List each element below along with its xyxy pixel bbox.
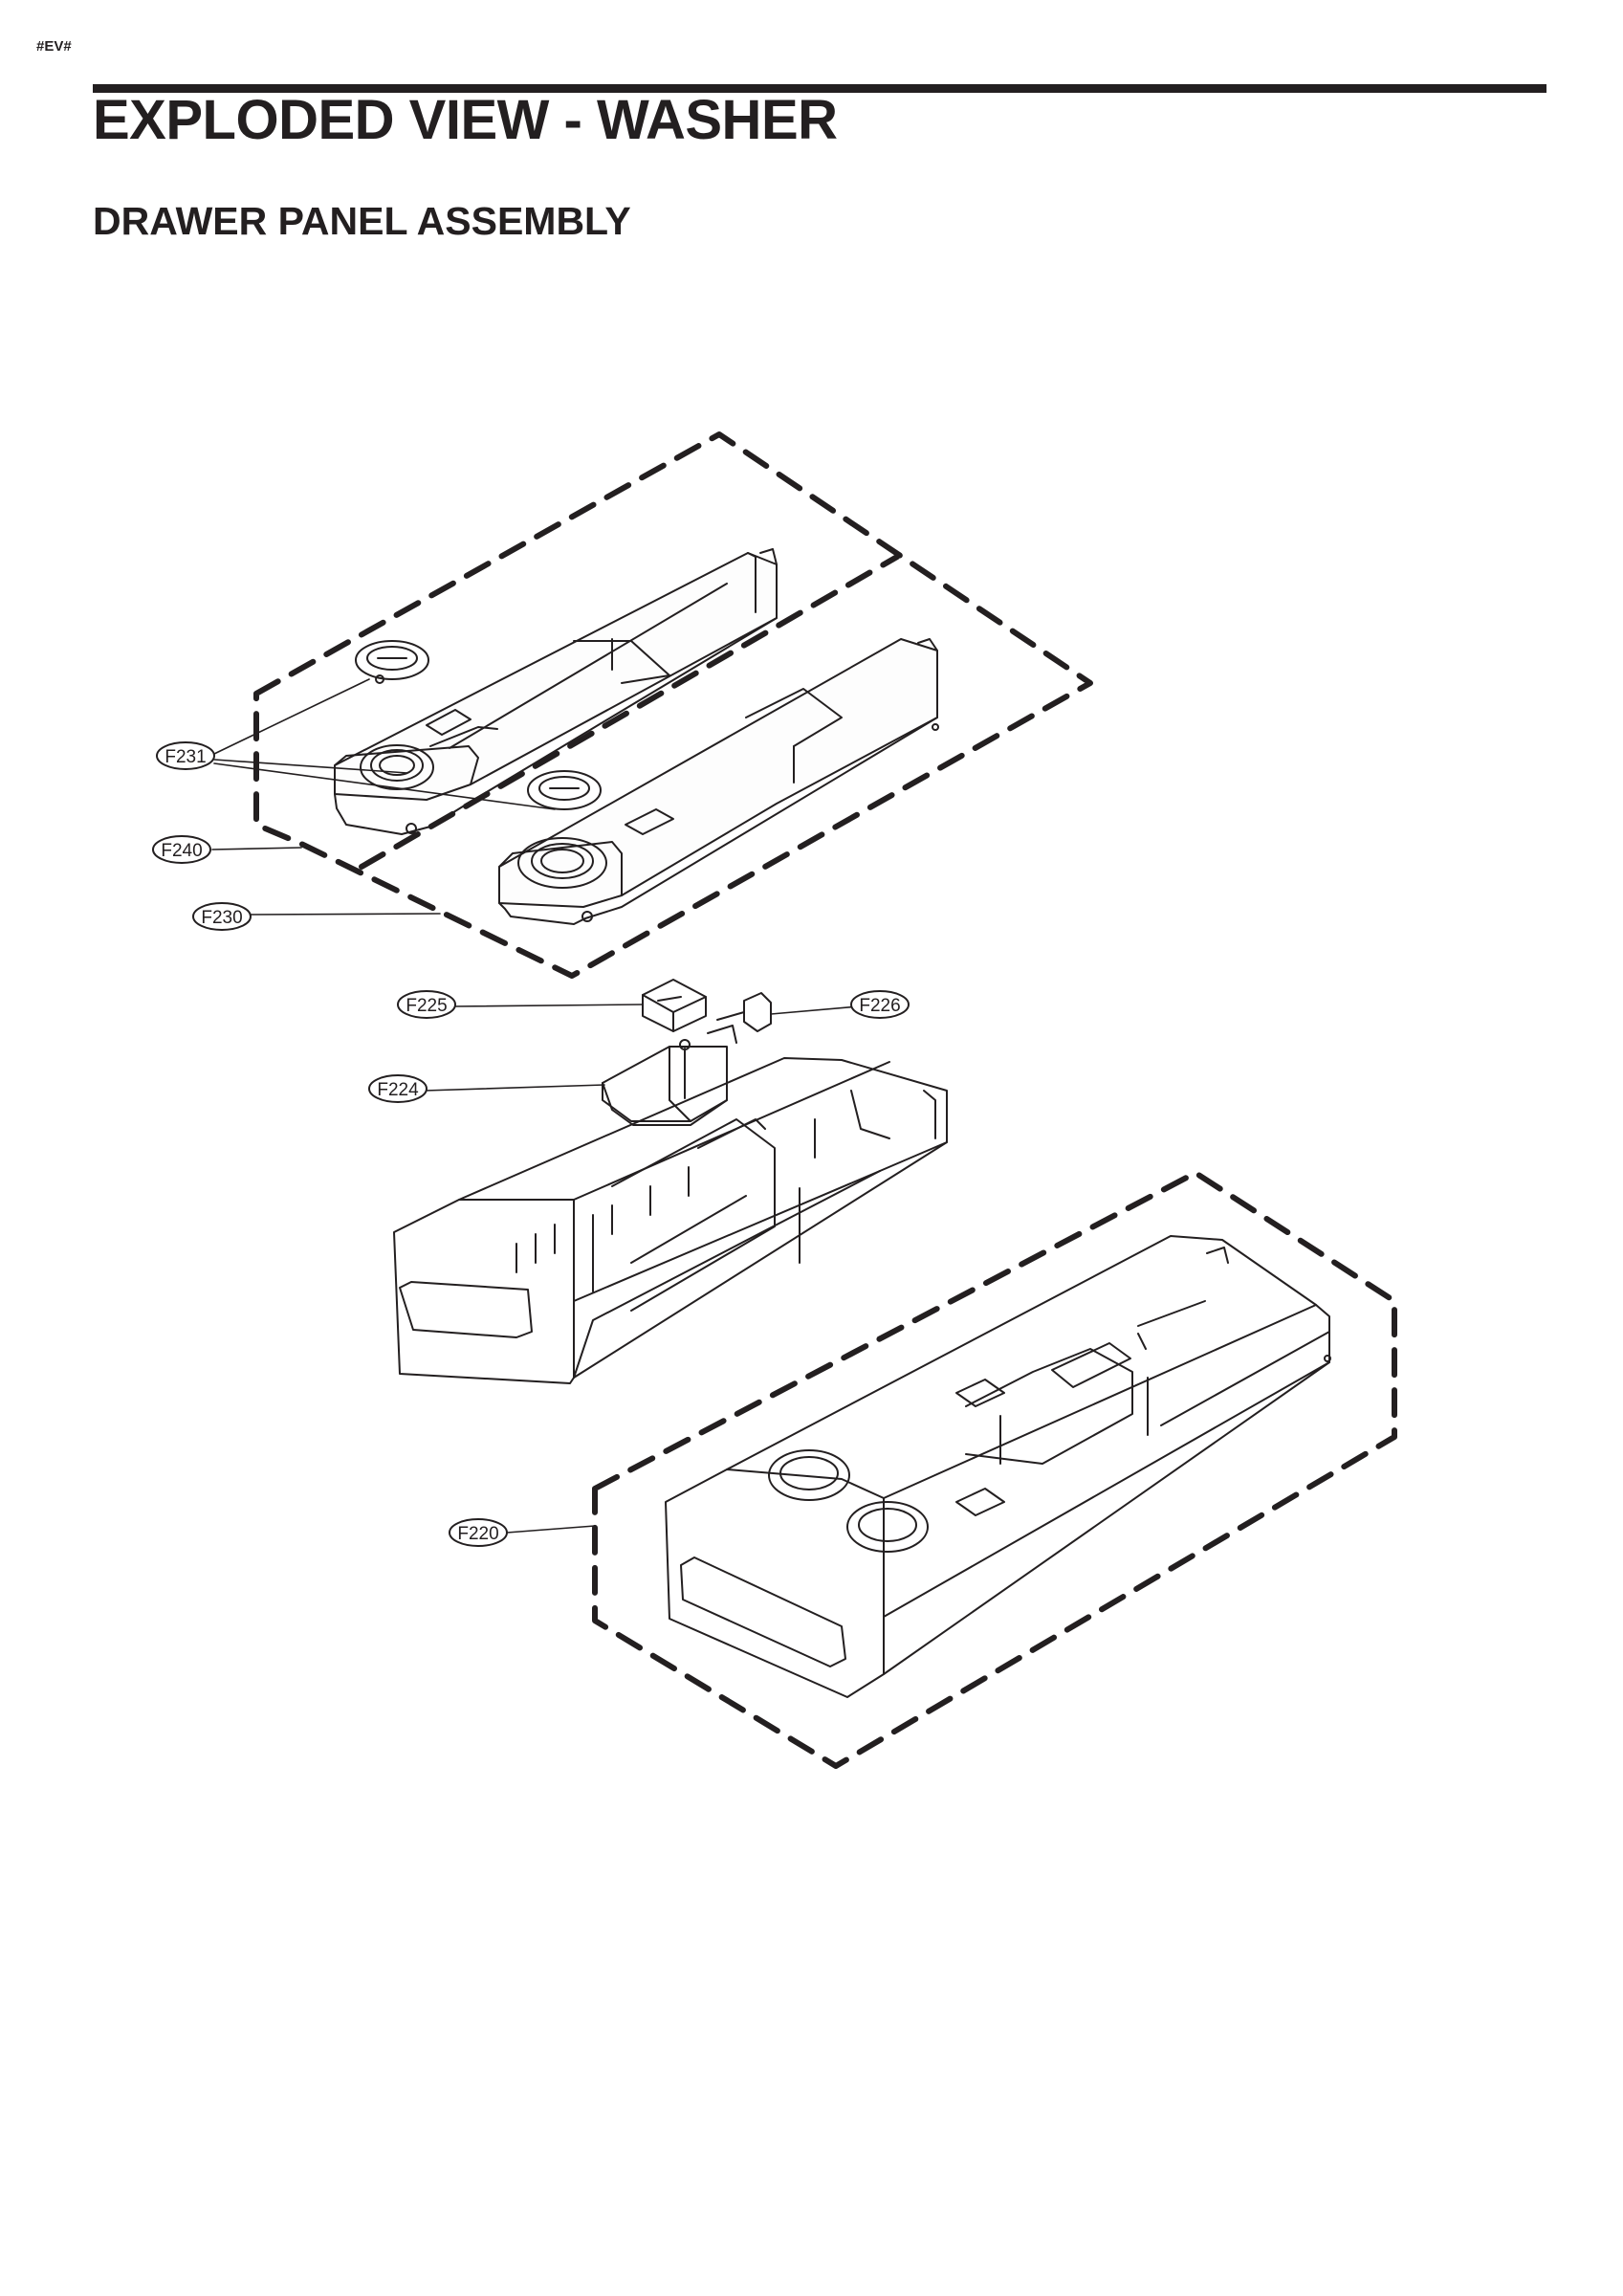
page-title: EXPLODED VIEW - WASHER xyxy=(93,89,838,151)
callout-f231: F231 xyxy=(156,741,215,770)
part-f225-cap xyxy=(642,979,707,1032)
callout-f240-label: F240 xyxy=(161,841,202,861)
callout-f230: F230 xyxy=(192,902,252,931)
callout-f225-label: F225 xyxy=(406,996,447,1016)
callout-f224: F224 xyxy=(368,1074,428,1103)
callout-f220: F220 xyxy=(449,1518,508,1547)
drawer-cover-left xyxy=(334,548,778,835)
callout-f220-label: F220 xyxy=(457,1524,498,1544)
document-code: #EV# xyxy=(36,38,72,55)
leader-lines xyxy=(211,678,860,1534)
drawer-body xyxy=(393,1057,948,1384)
header-rule xyxy=(93,84,1546,93)
part-f224-insert xyxy=(602,1025,737,1126)
drawer-cover-right xyxy=(498,638,939,925)
callout-f224-label: F224 xyxy=(377,1080,419,1100)
drawer-assembly-complete xyxy=(665,1235,1331,1698)
dashed-boundary-upper xyxy=(253,431,1093,979)
dashed-boundary-lower xyxy=(592,1170,1397,1769)
callout-f226-label: F226 xyxy=(859,996,900,1016)
dashed-divider-upper xyxy=(359,554,900,870)
section-title: DRAWER PANEL ASSEMBLY xyxy=(93,199,631,243)
callout-f240: F240 xyxy=(152,835,211,864)
callout-f225: F225 xyxy=(397,990,456,1019)
callout-f226: F226 xyxy=(850,990,910,1019)
callout-f230-label: F230 xyxy=(201,908,242,928)
callout-f231-label: F231 xyxy=(164,747,206,767)
part-f226-clip xyxy=(716,992,772,1032)
